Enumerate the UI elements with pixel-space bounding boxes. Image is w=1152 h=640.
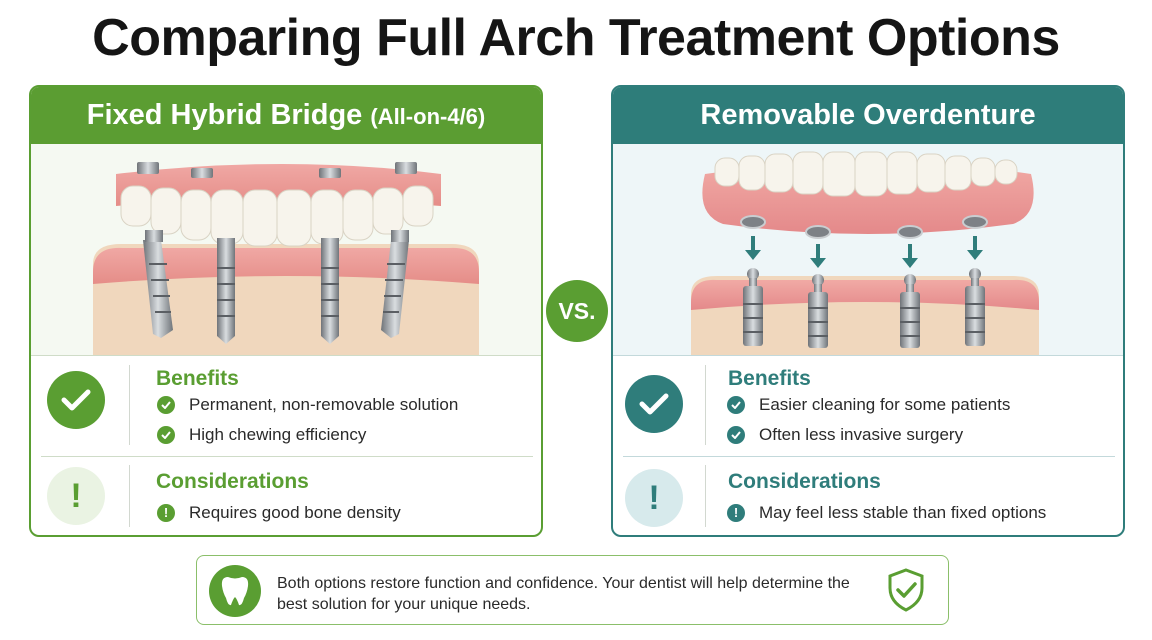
- vs-badge: VS.: [546, 280, 608, 342]
- panel-title: Removable Overdenture: [700, 99, 1036, 131]
- exclamation-circle-icon: !: [625, 469, 683, 527]
- fixed-hybrid-bridge-panel: Fixed Hybrid Bridge (All-on-4/6): [29, 85, 543, 537]
- check-bullet-icon: [157, 396, 175, 414]
- footer-text: Both options restore function and confid…: [277, 575, 850, 613]
- benefits-heading: Benefits: [156, 367, 239, 390]
- divider: [129, 465, 130, 527]
- list-item: ! Requires good bone density: [157, 503, 401, 523]
- list-item: Permanent, non-removable solution: [157, 395, 458, 415]
- tooth-icon: [209, 565, 261, 617]
- panel-header: Removable Overdenture: [613, 87, 1123, 144]
- exclamation-circle-icon: !: [47, 467, 105, 525]
- divider: [623, 456, 1115, 457]
- check-bullet-icon: [727, 426, 745, 444]
- divider: [613, 355, 1123, 356]
- divider: [705, 365, 706, 445]
- check-bullet-icon: [157, 426, 175, 444]
- considerations-heading: Considerations: [728, 470, 881, 493]
- check-bullet-icon: [727, 396, 745, 414]
- fixed-bridge-illustration: [31, 144, 541, 356]
- footer-note: Both options restore function and confid…: [196, 555, 949, 625]
- divider: [705, 465, 706, 527]
- check-circle-icon: [625, 375, 683, 433]
- panel-subtitle: (All-on-4/6): [370, 104, 486, 129]
- benefits-heading: Benefits: [728, 367, 811, 390]
- removable-overdenture-panel: Removable Overdenture: [611, 85, 1125, 537]
- list-item: Easier cleaning for some patients: [727, 395, 1010, 415]
- shield-check-icon: [887, 568, 925, 617]
- overdenture-illustration: [613, 144, 1123, 356]
- list-item: High chewing efficiency: [157, 425, 366, 445]
- exclamation-bullet-icon: !: [727, 504, 745, 522]
- exclamation-bullet-icon: !: [157, 504, 175, 522]
- considerations-heading: Considerations: [156, 470, 309, 493]
- list-item: Often less invasive surgery: [727, 425, 963, 445]
- divider: [129, 365, 130, 445]
- panel-title: Fixed Hybrid Bridge: [86, 99, 363, 131]
- divider: [41, 456, 533, 457]
- list-item: ! May feel less stable than fixed option…: [727, 503, 1046, 523]
- panel-header: Fixed Hybrid Bridge (All-on-4/6): [31, 87, 541, 144]
- divider: [31, 355, 541, 356]
- check-circle-icon: [47, 371, 105, 429]
- page-title: Comparing Full Arch Treatment Options: [92, 9, 1060, 67]
